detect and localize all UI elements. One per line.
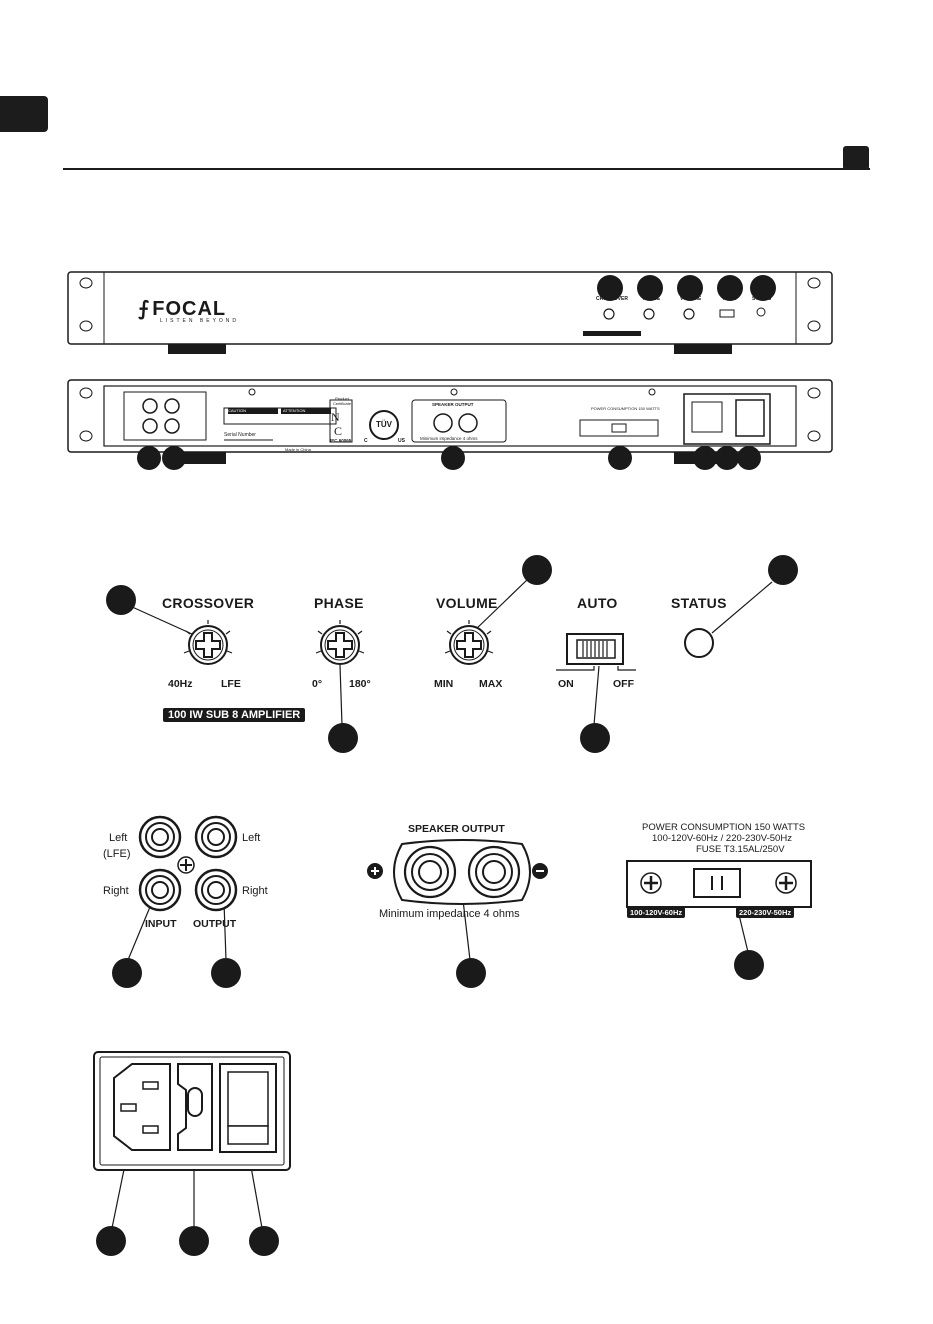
rear-tuv-c: C xyxy=(364,438,368,444)
rca-output-left[interactable] xyxy=(194,815,238,864)
phase-max: 180° xyxy=(349,678,371,690)
brand-tagline: LISTEN BEYOND xyxy=(160,318,240,324)
rear-mini-speaker-output: SPEAKER OUTPUT xyxy=(432,402,474,407)
rca-jack-icon xyxy=(138,815,182,859)
callout-phase xyxy=(328,723,358,753)
input-left-label: Left xyxy=(109,832,128,844)
callout-front-volume xyxy=(677,275,703,301)
crossover-knob[interactable] xyxy=(180,617,236,678)
callout-power-switch xyxy=(249,1226,279,1256)
language-tab xyxy=(843,146,869,170)
callout-status xyxy=(768,555,798,585)
focal-logo: ⨍FOCAL LISTEN BEYOND xyxy=(138,296,239,324)
callout-rear-switch xyxy=(737,446,761,470)
power-inlet-module[interactable] xyxy=(92,1050,292,1177)
callout-input xyxy=(112,958,142,988)
volume-knob[interactable] xyxy=(441,617,497,678)
callout-volume xyxy=(522,555,552,585)
rear-product-cert: Product Certificate xyxy=(332,396,351,406)
voltage-low-badge: 100-120V-60Hz xyxy=(627,907,686,918)
phase-label: PHASE xyxy=(314,595,364,611)
voltage-selector[interactable] xyxy=(626,860,812,915)
callout-front-status xyxy=(750,275,776,301)
input-lfe-label: (LFE) xyxy=(103,848,131,860)
knob-volume-icon xyxy=(444,620,494,665)
rear-made-in: Made in China xyxy=(285,447,311,452)
rca-input-left[interactable] xyxy=(138,815,182,864)
rear-iec-label: IEC 60065 xyxy=(330,438,352,443)
auto-switch[interactable] xyxy=(556,630,636,681)
knob-crossover-icon xyxy=(183,620,233,665)
callout-rear-output xyxy=(162,446,186,470)
rca-jack-icon xyxy=(138,868,182,912)
callout-rear-voltage xyxy=(608,446,632,470)
chapter-tab xyxy=(0,96,48,132)
speaker-output-label: SPEAKER OUTPUT xyxy=(408,823,505,835)
input-label: INPUT xyxy=(145,918,177,930)
rear-mini-power: POWER CONSUMPTION 150 WATTS xyxy=(591,406,660,411)
volume-min: MIN xyxy=(434,678,454,690)
volume-label: VOLUME xyxy=(436,595,498,611)
phase-min: 0° xyxy=(312,678,323,690)
output-right-label: Right xyxy=(242,885,268,897)
rear-tuv-us: US xyxy=(398,438,405,444)
ncc-mark: N C xyxy=(331,410,343,438)
brand-name: FOCAL xyxy=(152,298,227,320)
status-label: STATUS xyxy=(671,595,727,611)
voltage-label: 100-120V-60Hz / 220-230V-50Hz xyxy=(652,833,792,844)
rca-jack-icon xyxy=(194,868,238,912)
callout-rear-fuse xyxy=(715,446,739,470)
phase-knob[interactable] xyxy=(312,617,368,678)
callout-front-auto xyxy=(717,275,743,301)
fuse-label: FUSE T3.15AL/250V xyxy=(696,844,785,855)
voltage-high-badge: 220-230V-50Hz xyxy=(736,907,795,918)
auto-on: ON xyxy=(558,678,574,690)
iec-inlet-icon xyxy=(93,1051,291,1171)
rca-jack-icon xyxy=(194,815,238,859)
speaker-terminals[interactable] xyxy=(366,838,556,913)
volume-max: MAX xyxy=(479,678,503,690)
crossover-label: CROSSOVER xyxy=(162,595,255,611)
rear-mini-impedance: Minimum impedance 4 ohms xyxy=(420,436,478,441)
callout-auto xyxy=(580,723,610,753)
callout-voltage xyxy=(734,950,764,980)
callout-rear-inlet xyxy=(693,446,717,470)
rear-panel-illustration xyxy=(67,379,833,470)
callout-speaker-output xyxy=(456,958,486,988)
rear-tuv-mark: TÜV xyxy=(376,420,392,429)
rear-panel-drawing xyxy=(67,379,833,464)
input-right-label: Right xyxy=(103,885,129,897)
rear-caution: CAUTION xyxy=(228,408,246,413)
min-impedance-label: Minimum impedance 4 ohms xyxy=(379,908,520,920)
power-consumption-label: POWER CONSUMPTION 150 WATTS xyxy=(642,822,806,833)
output-label: OUTPUT xyxy=(193,918,237,930)
header-rule xyxy=(63,168,870,170)
speaker-binding-post-icon xyxy=(367,839,548,905)
slide-switch-icon xyxy=(556,633,636,671)
callout-front-crossover xyxy=(597,275,623,301)
callout-crossover xyxy=(106,585,136,615)
crossover-min: 40Hz xyxy=(168,678,193,690)
crossover-max: LFE xyxy=(221,678,241,690)
rca-input-right[interactable] xyxy=(138,868,182,917)
callout-power-inlet xyxy=(96,1226,126,1256)
auto-label: AUTO xyxy=(577,595,618,611)
output-left-label: Left xyxy=(242,832,261,844)
status-led xyxy=(684,628,714,658)
auto-off: OFF xyxy=(613,678,634,690)
callout-fuse-holder xyxy=(179,1226,209,1256)
callout-output xyxy=(211,958,241,988)
callout-rear-input xyxy=(137,446,161,470)
focal-logo-mark: ⨍ xyxy=(138,298,150,320)
rca-output-right[interactable] xyxy=(194,868,238,917)
rear-attention: ATTENTION xyxy=(283,408,306,413)
knob-phase-icon xyxy=(315,620,365,665)
callout-front-phase xyxy=(637,275,663,301)
callout-rear-speaker xyxy=(441,446,465,470)
model-badge: 100 IW SUB 8 AMPLIFIER xyxy=(163,708,306,722)
ground-screw-icon xyxy=(176,855,196,880)
voltage-selector-icon xyxy=(626,860,812,908)
rear-serial-number: Serial Number xyxy=(224,432,256,438)
